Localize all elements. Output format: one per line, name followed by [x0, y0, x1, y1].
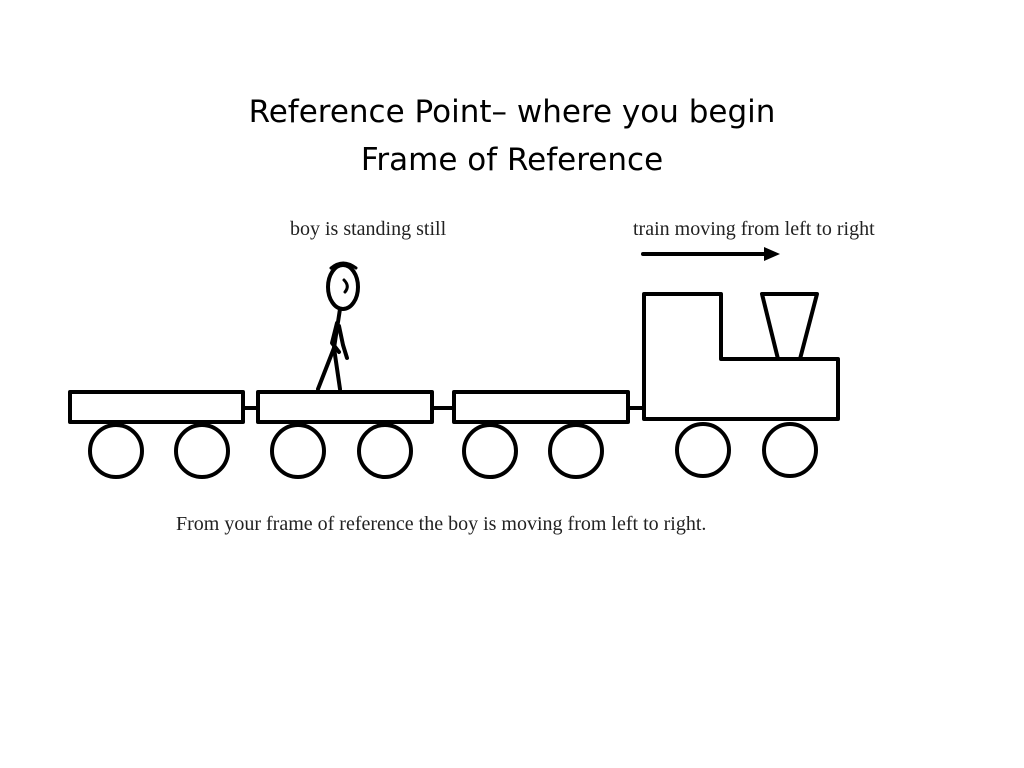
smokestack [760, 292, 819, 361]
locomotive [642, 292, 840, 478]
slide-title-line1: Reference Point– where you begin [248, 94, 776, 130]
train-label: train moving from left to right [633, 218, 875, 240]
slide-title-line2: Frame of Reference [360, 142, 664, 178]
boy-label: boy is standing still [290, 218, 447, 240]
direction-arrow-icon [641, 247, 780, 261]
train-car-3 [452, 390, 630, 479]
diagram-caption: From your frame of reference the boy is … [176, 513, 707, 535]
train-car-2 [256, 390, 434, 479]
stick-figure-boy [316, 261, 360, 391]
train-car-1 [68, 390, 245, 479]
